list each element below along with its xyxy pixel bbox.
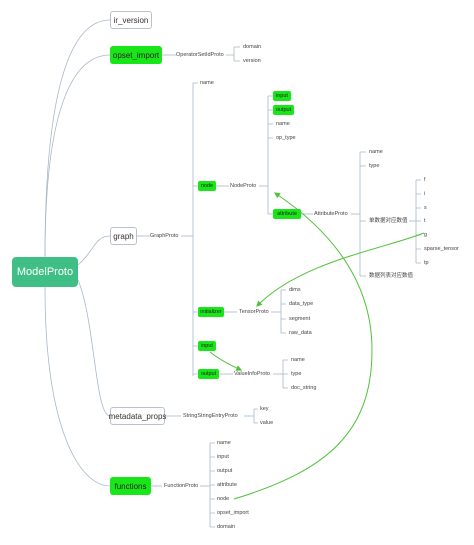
- label-tensorproto: TensorProto: [239, 309, 269, 315]
- valueinfo-field-name: name: [291, 357, 305, 363]
- valueinfo-field-doc-string: doc_string: [291, 385, 317, 391]
- attr-group-single: 单数据对应数值: [369, 218, 408, 224]
- function-field-attribute: attribute: [217, 482, 237, 488]
- arrow-node-to-nodeproto: [233, 192, 373, 500]
- attr-value-sparse-tensor: sparse_tensor: [424, 246, 459, 252]
- node-field-name: name: [276, 121, 290, 127]
- function-field-output: output: [217, 468, 233, 474]
- attr-value-t: t: [424, 218, 426, 224]
- function-field-input: input: [217, 454, 229, 460]
- field-version: version: [243, 58, 261, 64]
- attr-field-name: name: [369, 149, 383, 155]
- graph-field-name: name: [200, 80, 214, 86]
- arrow-input-to-valueinfo: [209, 351, 243, 371]
- edge-graph: [77, 235, 111, 266]
- label-stringstringentryproto: StringStringEntryProto: [183, 413, 238, 419]
- metadata-field-key: key: [260, 406, 269, 412]
- edge-ir_version: [44, 19, 111, 258]
- label-attributeproto: AttributeProto: [314, 211, 348, 217]
- edge-functions: [44, 286, 111, 487]
- edge-metadata_props: [77, 279, 111, 417]
- edge-opset_import: [44, 54, 111, 258]
- node-field-input: input: [273, 91, 291, 101]
- attr-value-g: g: [424, 232, 428, 238]
- graph-field-input: input: [198, 341, 216, 351]
- tensor-field-dims: dims: [289, 287, 301, 293]
- tensor-field-data-type: data_type: [289, 301, 314, 307]
- node-opset-import: opset_import: [110, 46, 162, 64]
- arrow-g-to-tensorproto: [256, 232, 425, 307]
- label-valueinfoproto: ValueInfoProto: [234, 371, 270, 377]
- attr-value-s: s: [424, 205, 427, 211]
- attr-value-tp: tp: [424, 260, 429, 266]
- valueinfo-field-type: type: [291, 371, 302, 377]
- attr-value-f: f: [424, 177, 426, 183]
- function-field-node: node: [217, 496, 230, 502]
- graph-field-node: node: [198, 181, 216, 191]
- label-graphproto: GraphProto: [150, 233, 179, 239]
- node-ir-version: ir_version: [110, 11, 152, 29]
- graph-field-initializer: initializer: [198, 307, 224, 317]
- tensor-field-segment: segment: [289, 316, 311, 322]
- label-functionproto: FunctionProto: [164, 483, 199, 489]
- attr-field-type: type: [369, 163, 380, 169]
- node-field-attribute: attribute: [273, 209, 301, 219]
- node-graph: graph: [110, 227, 137, 245]
- label-operatorsetidproto: OperatorSetIdProto: [176, 52, 224, 58]
- metadata-field-value: value: [260, 420, 274, 426]
- node-metadata-props: metadata_props: [109, 407, 166, 425]
- node-field-op-type: op_type: [276, 135, 296, 141]
- label-nodeproto: NodeProto: [230, 183, 257, 189]
- attr-group-list: 数据列表对应数值: [369, 273, 414, 279]
- root-node-modelproto: ModelProto: [12, 257, 78, 287]
- graph-field-output: output: [198, 369, 219, 379]
- node-functions: functions: [110, 477, 151, 495]
- function-field-opset-import: opset_import: [217, 510, 249, 516]
- node-field-output: output: [273, 105, 294, 115]
- attr-value-i: i: [424, 191, 426, 197]
- field-domain: domain: [243, 44, 262, 50]
- function-field-name: name: [217, 440, 231, 446]
- function-field-domain: domain: [217, 524, 236, 530]
- tensor-field-raw-data: raw_data: [289, 330, 312, 336]
